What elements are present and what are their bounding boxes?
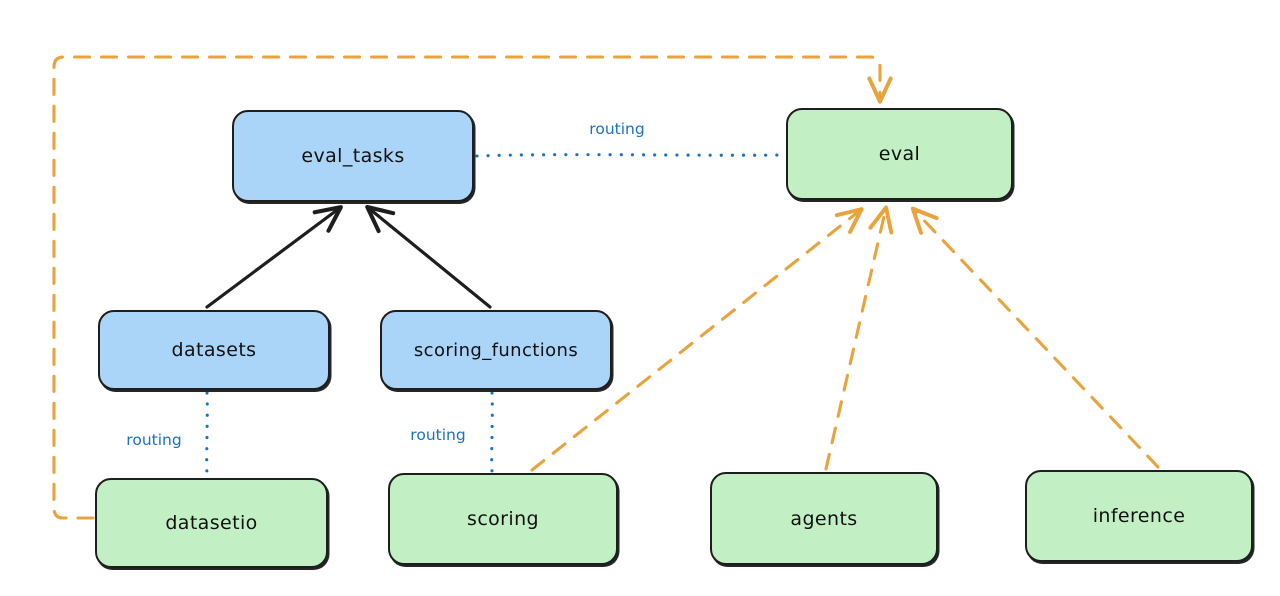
node-scoring[interactable]: scoring bbox=[388, 473, 618, 565]
edge-label-routing-datasets-datasetio: routing bbox=[126, 431, 182, 449]
edge-eval-tasks-to-eval bbox=[475, 153, 785, 158]
edge-scoring-functions-to-eval-tasks bbox=[365, 204, 492, 309]
edge-scoring-functions-to-scoring bbox=[490, 391, 494, 474]
node-eval-tasks[interactable]: eval_tasks bbox=[232, 110, 474, 202]
node-datasets[interactable]: datasets bbox=[98, 310, 330, 390]
edge-label-routing-eval-tasks-eval: routing bbox=[589, 120, 645, 138]
edge-label-routing-scoring-functions-scoring: routing bbox=[410, 426, 466, 444]
node-agents[interactable]: agents bbox=[710, 472, 938, 565]
node-label-eval-tasks: eval_tasks bbox=[301, 145, 405, 167]
node-scoring-functions[interactable]: scoring_functions bbox=[380, 310, 612, 390]
node-label-scoring: scoring bbox=[467, 508, 539, 530]
node-label-inference: inference bbox=[1092, 505, 1186, 527]
edge-datasets-to-datasetio bbox=[205, 391, 209, 478]
edge-inference-to-eval bbox=[910, 206, 1160, 469]
edge-datasets-to-eval-tasks bbox=[205, 205, 343, 309]
node-label-eval: eval bbox=[878, 143, 921, 165]
node-eval[interactable]: eval bbox=[786, 108, 1013, 200]
node-label-agents: agents bbox=[790, 507, 858, 530]
node-inference[interactable]: inference bbox=[1025, 470, 1253, 562]
node-label-scoring-functions: scoring_functions bbox=[413, 339, 579, 361]
node-datasetio[interactable]: datasetio bbox=[95, 478, 328, 568]
node-label-datasets: datasets bbox=[171, 339, 257, 361]
node-label-datasetio: datasetio bbox=[165, 512, 258, 534]
edge-agents-to-eval bbox=[824, 205, 894, 471]
